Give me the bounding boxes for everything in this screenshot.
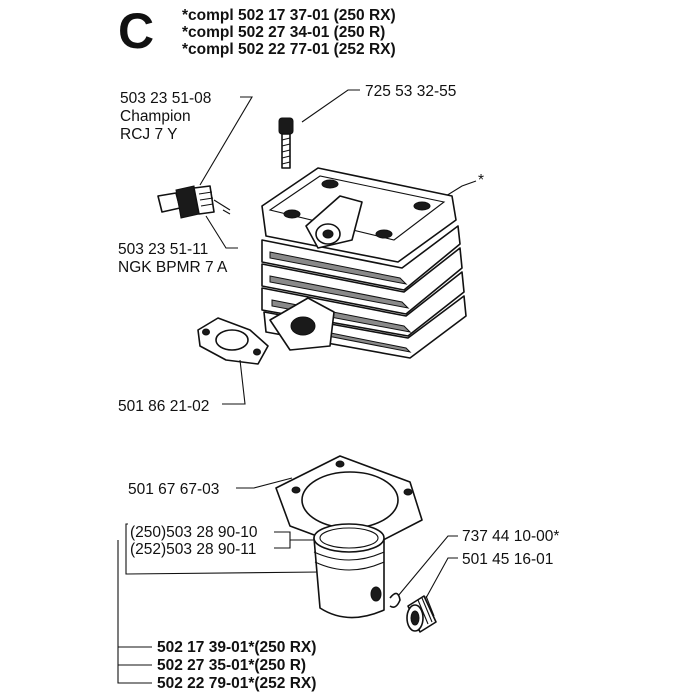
circlip-number: 737 44 10-00*	[462, 528, 559, 545]
cylinder-part	[261, 167, 467, 359]
cylinder-marker: *	[478, 172, 484, 189]
piston-part	[313, 523, 385, 619]
piston-assembly-leader-main	[117, 540, 152, 684]
piston-ring-bracket	[274, 531, 291, 549]
piston-assembly-250r: 502 27 35-01*(250 R)	[157, 657, 306, 674]
spark-plug-champion-brand: Champion	[120, 108, 191, 125]
assembly-number-252rx: *compl 502 22 77-01 (252 RX)	[182, 41, 396, 58]
intake-gasket-leader	[222, 359, 246, 405]
needle-bearing-leader	[425, 557, 458, 599]
needle-bearing-number: 501 45 16-01	[462, 551, 553, 568]
piston-assembly-252rx: 502 22 79-01*(252 RX)	[157, 675, 316, 692]
piston-ring-leader-left	[125, 523, 321, 575]
spark-plug-champion-number: 503 23 51-08	[120, 90, 211, 107]
assembly-number-250rx: *compl 502 17 37-01 (250 RX)	[182, 7, 396, 24]
spark-plug-ngk-number: 503 23 51-11	[118, 241, 208, 258]
screw-number: 725 53 32-55	[365, 83, 456, 100]
needle-bearing-part	[406, 595, 437, 633]
cylinder-gasket-leader	[236, 477, 293, 489]
piston-ring-252-number: (252)503 28 90-11	[130, 541, 256, 558]
circlip-part	[389, 592, 401, 608]
spark-plug-part	[157, 185, 231, 219]
spark-plug-champion-leader	[199, 96, 253, 186]
circlip-leader	[397, 535, 458, 597]
spark-plug-ngk-leader	[205, 215, 238, 249]
assembly-number-250r: *compl 502 27 34-01 (250 R)	[182, 24, 385, 41]
screw-leader	[301, 89, 360, 123]
section-letter: C	[118, 3, 154, 59]
piston-assembly-250rx: 502 17 39-01*(250 RX)	[157, 639, 316, 656]
spark-plug-ngk-type: NGK BPMR 7 A	[118, 259, 228, 276]
spark-plug-champion-type: RCJ 7 Y	[120, 126, 177, 143]
cylinder-gasket-number: 501 67 67-03	[128, 481, 219, 498]
piston-ring-250-number: (250)503 28 90-10	[130, 524, 258, 541]
intake-gasket-number: 501 86 21-02	[118, 398, 209, 415]
intake-gasket-part	[197, 317, 269, 365]
screw-part	[278, 117, 294, 169]
